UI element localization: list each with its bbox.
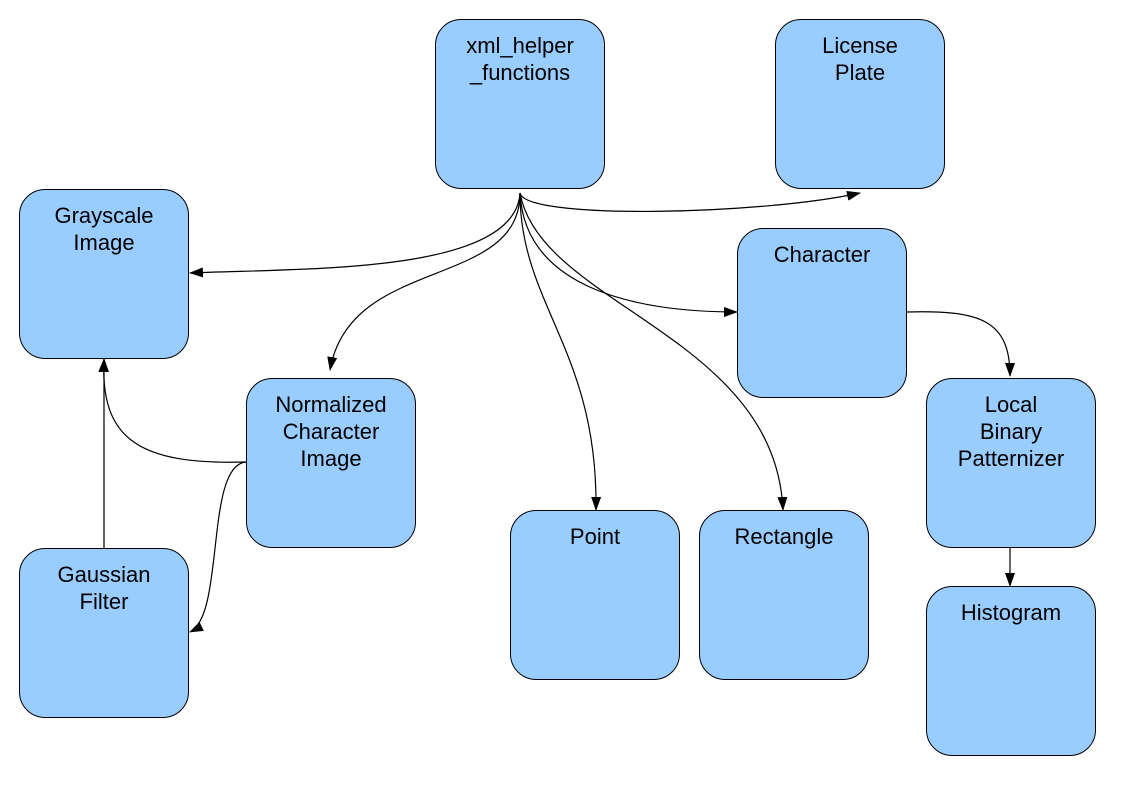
edge-character-to-local-binary-patternizer (906, 311, 1015, 377)
edge-normalized-to-gaussian-filter (189, 461, 247, 633)
node-label: Normalized Character Image (275, 392, 387, 471)
edge-xml-to-rectangle (519, 192, 788, 511)
node-xml-helper-functions[interactable]: xml_helper _functions (435, 19, 605, 189)
edge-xml-to-grayscale-image (189, 192, 521, 278)
node-rectangle[interactable]: Rectangle (699, 510, 869, 680)
edge-xml-to-license-plate (519, 190, 861, 212)
node-character[interactable]: Character (737, 228, 907, 398)
node-license-plate[interactable]: License Plate (775, 19, 945, 189)
node-label: xml_helper _functions (466, 33, 574, 85)
node-label: Local Binary Patternizer (957, 392, 1065, 471)
node-normalized-character-image[interactable]: Normalized Character Image (246, 378, 416, 548)
edge-xml-to-normalized-character-image (327, 192, 521, 371)
edge-normalized-to-grayscale-image (98, 358, 247, 463)
node-histogram[interactable]: Histogram (926, 586, 1096, 756)
node-gaussian-filter[interactable]: Gaussian Filter (19, 548, 189, 718)
node-label: Character (773, 242, 871, 267)
node-local-binary-patternizer[interactable]: Local Binary Patternizer (926, 378, 1096, 548)
node-label: Grayscale Image (54, 203, 154, 255)
node-label: Rectangle (734, 524, 834, 549)
node-label: License Plate (822, 33, 898, 85)
node-label: Point (569, 524, 621, 549)
node-point[interactable]: Point (510, 510, 680, 680)
node-grayscale-image[interactable]: Grayscale Image (19, 189, 189, 359)
edge-xml-to-point (519, 192, 602, 511)
node-label: Histogram (960, 600, 1062, 625)
node-label: Gaussian Filter (57, 562, 151, 614)
edge-xml-to-character (519, 192, 738, 317)
